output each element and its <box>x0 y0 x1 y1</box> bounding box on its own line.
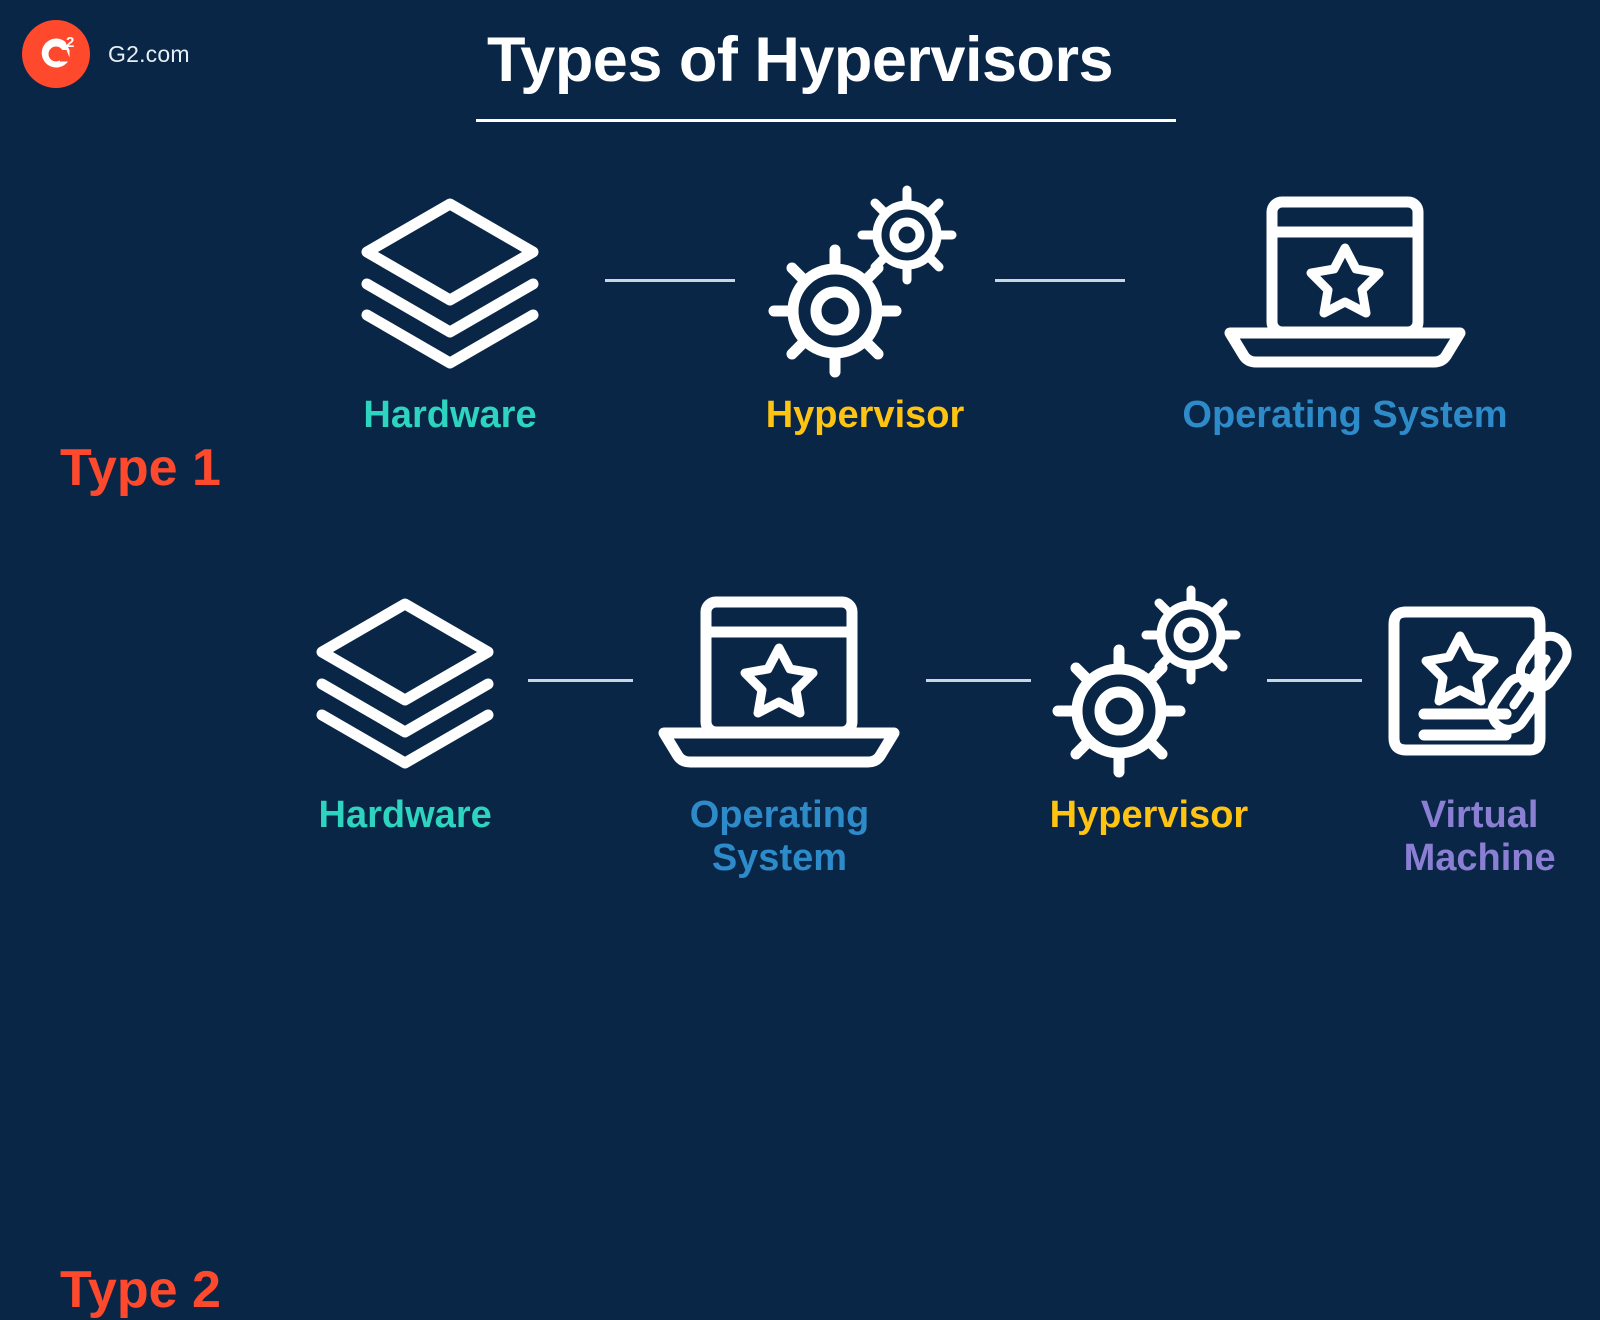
title-underline <box>476 119 1176 122</box>
connector-1b <box>990 180 1130 380</box>
document-link-icon <box>1380 580 1580 780</box>
layers-stack-icon <box>310 580 500 780</box>
svg-text:2: 2 <box>66 34 74 51</box>
connector-2a <box>520 580 640 780</box>
node-hypervisor-type2[interactable]: Hypervisor <box>1039 580 1260 837</box>
brand: 2 G2.com <box>22 20 190 88</box>
caption-hardware-type2: Hardware <box>318 794 492 836</box>
connector-1a <box>600 180 740 380</box>
layers-stack-icon <box>355 180 545 380</box>
node-virtual-machine-type2[interactable]: Virtual Machine <box>1369 580 1590 879</box>
row-label-type-2: Type 2 <box>60 1261 221 1319</box>
node-operating-system-type1[interactable]: Operating System <box>1130 180 1560 437</box>
brand-name: G2.com <box>108 40 190 67</box>
connector-2c <box>1259 580 1369 780</box>
two-gears-icon <box>1049 580 1249 780</box>
node-hypervisor-type1[interactable]: Hypervisor <box>740 180 990 437</box>
caption-hardware-type1: Hardware <box>363 394 537 436</box>
laptop-star-icon <box>1210 180 1480 380</box>
hypervisor-type-2-row: Type 2 Hardware <box>0 580 1600 1319</box>
g2-logo-icon: 2 <box>22 20 90 88</box>
node-hardware-type1[interactable]: Hardware <box>300 180 600 437</box>
laptop-star-icon <box>644 580 914 780</box>
connector-2b <box>919 580 1039 780</box>
page-title: Types of Hypervisors <box>486 25 1114 95</box>
caption-virtual-machine-type2: Virtual Machine <box>1403 794 1556 879</box>
node-hardware-type2[interactable]: Hardware <box>290 580 520 837</box>
two-gears-icon <box>765 180 965 380</box>
caption-hypervisor-type2: Hypervisor <box>1049 794 1249 836</box>
node-operating-system-type2[interactable]: Operating System <box>640 580 918 879</box>
caption-operating-system-type1: Operating System <box>1182 394 1508 436</box>
hypervisor-type-1-row: Type 1 Hardware <box>0 180 1600 497</box>
caption-hypervisor-type1: Hypervisor <box>765 394 965 436</box>
row-label-type-1: Type 1 <box>60 439 221 497</box>
caption-operating-system-type2: Operating System <box>689 794 870 879</box>
